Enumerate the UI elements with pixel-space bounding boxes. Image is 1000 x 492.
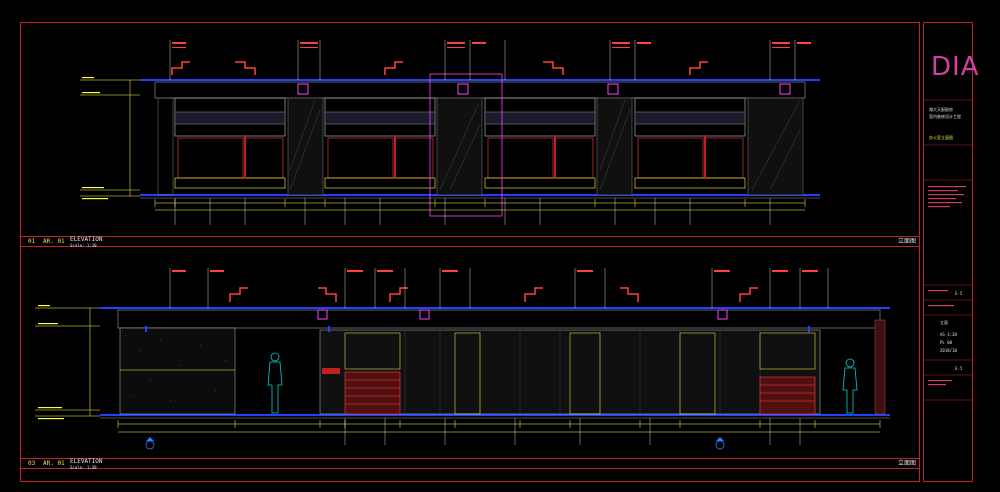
elev1-red-trims [244, 136, 706, 178]
scale-value: AS-1:30 [940, 332, 957, 337]
elev1-level-marks [80, 79, 140, 197]
elevation-2-label: ELEVATION [70, 458, 103, 465]
project-line-2: 室内装修设计工程 [929, 114, 961, 119]
title-block-lines [923, 99, 973, 401]
elev3-stone-speckle [125, 335, 226, 401]
elev3-label-marks-top [172, 270, 818, 272]
project-line-1: 潍大天厨厨房 [929, 107, 953, 112]
elev3-stone-panel-left [119, 327, 236, 415]
elev1-tags [297, 73, 791, 217]
elevation-title-strip-top [20, 236, 920, 247]
elev3-openings [344, 332, 816, 415]
elev3-drawer-lines [345, 379, 815, 405]
elevation-2-code: AR. 01 [43, 460, 65, 467]
elev1-ceiling-symbols [171, 61, 708, 75]
elev1-label-marks-top [172, 42, 811, 48]
elev3-human-figure-right [842, 358, 858, 414]
elev3-leaders-top [169, 268, 829, 308]
elevation-1-code: AR. 01 [43, 238, 65, 245]
drawing-frame [20, 22, 920, 482]
elev1-bulkhead [154, 81, 806, 99]
elevation-2-id: 03 [28, 460, 36, 467]
elevation-2-zh-title: 立面图 [898, 460, 917, 467]
title-block-notes [928, 186, 966, 386]
elev1-dimension-chain [154, 199, 806, 211]
elev1-columns [157, 97, 804, 196]
title-block [923, 22, 973, 482]
status-c: E-5 [955, 366, 963, 371]
elevation-title-strip-bottom [20, 458, 920, 469]
elev3-tags [317, 309, 728, 320]
elev3-leaders-bottom [344, 418, 801, 445]
elevation-1-label: ELEVATION [70, 236, 103, 243]
page-value: PL 00 [940, 340, 953, 345]
elev1-bays [174, 97, 746, 189]
elev3-dimension-chain [117, 420, 881, 433]
date-value: 2018/10 [940, 348, 957, 353]
elevation-1-scale: Scale: 1:30 [70, 243, 97, 248]
elev1-leaders-top [169, 40, 796, 80]
elevation-1-id: 01 [28, 238, 36, 245]
elev3-level-labels [38, 305, 64, 420]
status-b: E-5 [955, 291, 963, 296]
company-logo: DIA [931, 52, 980, 82]
elev3-section-markers [145, 437, 725, 450]
elev3-red-sink [322, 368, 340, 374]
elev3-drawers [344, 371, 816, 415]
status-a: 立面 [940, 320, 948, 325]
elev3-human-figure-left [267, 352, 283, 414]
elevation-1-zh-title: 立面图 [898, 238, 917, 245]
elev3-right-pillar [874, 319, 886, 415]
elevation-2-scale: Scale: 1:30 [70, 465, 97, 470]
elev3-blue-markers [145, 326, 810, 332]
elev1-level-labels [82, 77, 108, 200]
elev1-leaders-bottom [174, 198, 771, 225]
elev3-bulkhead [117, 309, 881, 329]
elev3-level-marks [35, 307, 100, 417]
elev1-column-hatch [289, 99, 801, 191]
drawing-name: 办公室立面图 [929, 135, 953, 140]
elev3-ceiling-symbols [229, 287, 758, 302]
